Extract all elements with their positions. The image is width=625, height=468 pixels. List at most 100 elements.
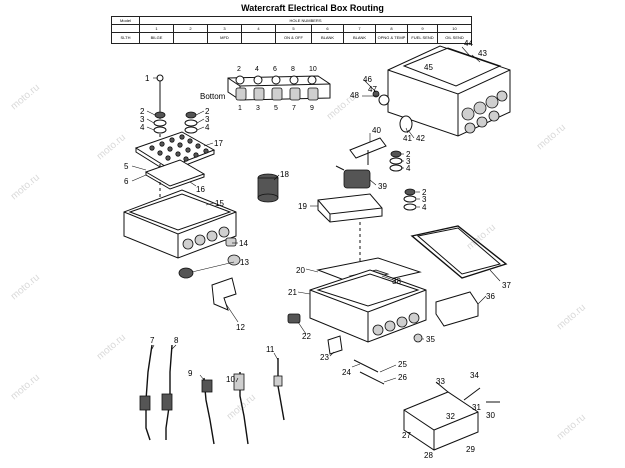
left-box-assembly (123, 74, 241, 311)
port-number-top: 2 (237, 66, 241, 73)
main-housing-lid (402, 47, 502, 87)
part-callout: 2 (140, 107, 145, 116)
part-callout: 14 (239, 239, 248, 248)
lower-bracket-edge (403, 409, 479, 450)
part-callout: 9 (188, 369, 193, 378)
leader-lines (131, 46, 501, 383)
box-right-ports (372, 312, 420, 336)
main-housing-ports (461, 90, 508, 134)
part-callout: 2 (422, 188, 427, 197)
part-callout: 45 (424, 63, 433, 72)
electrical-box-right-rim (316, 273, 420, 307)
port-number-bottom: 7 (292, 105, 296, 112)
right-box-assembly (287, 45, 511, 451)
part-callout: 27 (402, 431, 411, 440)
hardware-part (372, 90, 380, 98)
part-callout: 6 (124, 177, 129, 186)
watermark-text: moto.ru (95, 332, 128, 362)
lower-bracket (403, 391, 479, 451)
routing-cell: MFD (207, 32, 242, 44)
part-callout: 13 (240, 258, 249, 267)
watermark-text: moto.ru (535, 122, 568, 152)
bracket-screw (463, 387, 481, 401)
bottom-view-panel: Bottom 2 4 6 8 10 1 3 5 7 9 (200, 66, 331, 112)
nut-washer-stack (403, 188, 417, 211)
grommet-cap (227, 254, 241, 266)
part-callout: 1 (145, 74, 150, 83)
port-number-top: 6 (273, 66, 277, 73)
watermark-text: moto.ru (9, 372, 42, 402)
temperature-sensor-body (201, 379, 213, 393)
routing-cell: ON & OFF (275, 32, 312, 44)
port-number-bottom: 3 (256, 105, 260, 112)
bottom-view-ports (235, 75, 319, 101)
part-callout: 25 (398, 360, 407, 369)
part-callout: 24 (342, 368, 351, 377)
part-callout: 4 (140, 123, 145, 132)
electrical-box-left (123, 189, 237, 259)
wire-clip (327, 335, 343, 355)
part-callout: 22 (302, 332, 311, 341)
port-number-top: 8 (291, 66, 295, 73)
part-callout: 23 (320, 353, 329, 362)
part-callout: 21 (288, 288, 297, 297)
part-callout: 41 (403, 134, 412, 143)
part-callout: 4 (205, 123, 210, 132)
part-callout: 34 (470, 371, 479, 380)
port-number-bottom: 5 (274, 105, 278, 112)
part-callout: 40 (372, 126, 381, 135)
sending-unit-plug (139, 395, 151, 411)
part-callout: 3 (422, 195, 427, 204)
sending-unit-plug (161, 393, 173, 411)
port-number-top: 10 (309, 66, 317, 73)
lid-gasket-inner (416, 227, 502, 275)
routing-cell: FUEL SEND (407, 32, 438, 44)
wire-part (359, 371, 385, 385)
bottom-view-label: Bottom (200, 92, 226, 101)
part-callout: 2 (205, 107, 210, 116)
electrical-box-left-edge (123, 211, 237, 258)
electrical-box-right-edge (309, 289, 427, 342)
bracket-screw (435, 381, 449, 393)
part-callout: 10 (226, 375, 235, 384)
part-callout: 37 (502, 281, 511, 290)
part-callout: 46 (363, 75, 372, 84)
hardware-part (378, 94, 390, 106)
part-callout: 18 (280, 170, 289, 179)
part-callout: 29 (466, 445, 475, 454)
part-callout: 17 (214, 139, 223, 148)
nut-washer-stack (389, 150, 403, 172)
part-callout: 3 (406, 157, 411, 166)
port-number-top: 4 (255, 66, 259, 73)
routing-cell: BILGE (139, 32, 174, 44)
part-callout: 35 (426, 335, 435, 344)
mounting-block-edge (317, 199, 383, 222)
watermark-text: moto.ru (95, 132, 128, 162)
part-callout: 3 (140, 115, 145, 124)
part-callout: 30 (486, 411, 495, 420)
part-callout: 28 (424, 451, 433, 460)
grommet-part (225, 237, 237, 247)
watermark-text: moto.ru (9, 82, 42, 112)
sensor-part (343, 169, 371, 189)
part-callout: 11 (266, 345, 275, 354)
electrical-box-left-rim (128, 193, 232, 231)
capacitor-part (399, 115, 413, 133)
part-callout: 43 (478, 49, 487, 58)
part-callout: 8 (174, 336, 179, 345)
part-callout: 36 (486, 292, 495, 301)
part-callout: 2 (406, 150, 411, 159)
watermark-text: moto.ru (225, 392, 258, 422)
nut-washer-stack (184, 111, 198, 134)
box-left-ports (182, 226, 230, 250)
part-callout: 32 (446, 412, 455, 421)
watermark-layer: moto.ru moto.ru moto.ru moto.ru moto.ru … (9, 82, 588, 442)
part-callout: 15 (215, 199, 224, 208)
grommet-part (413, 333, 423, 343)
part-callout: 20 (296, 266, 305, 275)
part-callouts: 1 2 3 4 2 3 4 17 5 6 16 15 18 14 13 12 4… (124, 39, 511, 460)
sending-unit-wire (165, 344, 173, 440)
part-callout: 4 (422, 203, 427, 212)
hole-routing-table: Model HOLE NUMBERS 1 2 3 4 5 6 7 8 9 10 … (111, 16, 472, 44)
